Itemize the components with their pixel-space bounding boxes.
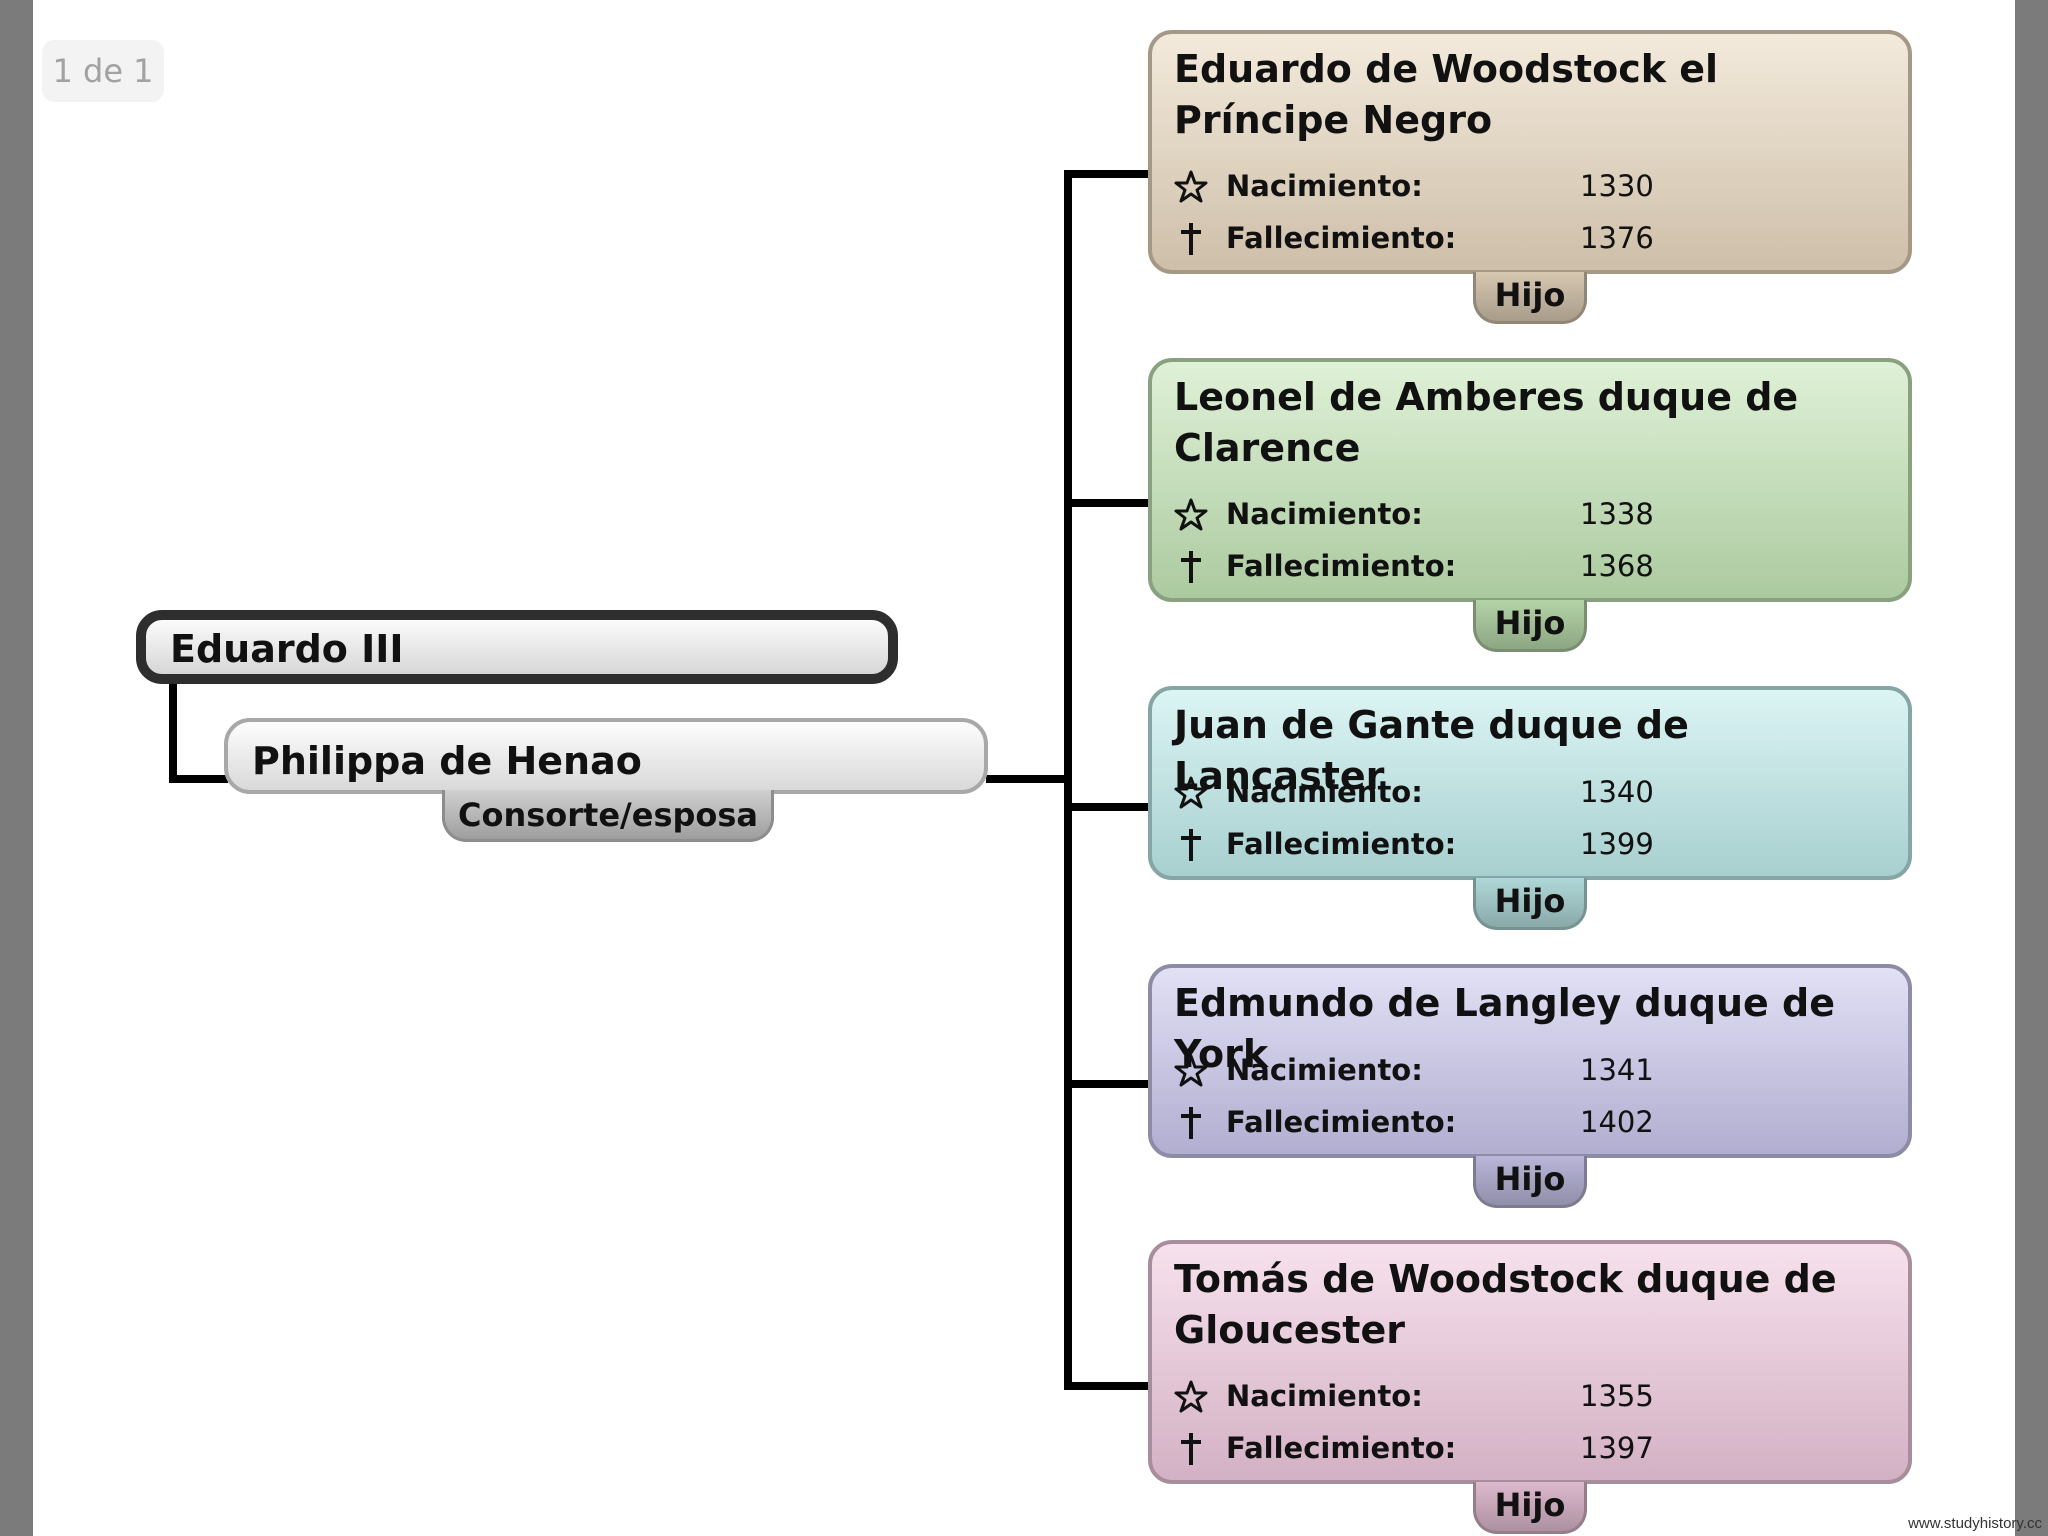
birth-year: 1355: [1580, 1379, 1654, 1413]
birth-year: 1338: [1580, 497, 1654, 531]
child-name: Juan de Gante duque de Lancaster: [1174, 703, 1689, 798]
cross-icon: [1174, 222, 1208, 256]
star-icon: [1174, 498, 1208, 532]
root-person-name: Eduardo III: [170, 627, 404, 671]
birth-row: Nacimiento: 1340: [1174, 772, 1894, 812]
root-person-box[interactable]: Eduardo III: [136, 610, 898, 684]
death-row: Fallecimiento: 1376: [1174, 218, 1894, 258]
death-label: Fallecimiento:: [1226, 827, 1457, 861]
child-relation-tag: Hijo: [1473, 1156, 1587, 1208]
child-name: Leonel de Amberes duque de Clarence: [1174, 375, 1799, 470]
death-year: 1397: [1580, 1431, 1654, 1465]
spouse-person-box[interactable]: Philippa de Henao: [224, 718, 988, 794]
page-indicator: 1 de 1: [42, 40, 164, 102]
death-year: 1376: [1580, 221, 1654, 255]
death-year: 1368: [1580, 549, 1654, 583]
death-row: Fallecimiento: 1397: [1174, 1428, 1894, 1468]
child-name: Tomás de Woodstock duque de Gloucester: [1174, 1257, 1837, 1352]
star-icon: [1174, 1380, 1208, 1414]
cross-icon: [1174, 1432, 1208, 1466]
child-name: Eduardo de Woodstock el Príncipe Negro: [1174, 47, 1719, 142]
birth-row: Nacimiento: 1341: [1174, 1050, 1894, 1090]
cross-icon: [1174, 828, 1208, 862]
birth-row: Nacimiento: 1338: [1174, 494, 1894, 534]
death-year: 1399: [1580, 827, 1654, 861]
cross-icon: [1174, 1106, 1208, 1140]
star-icon: [1174, 170, 1208, 204]
death-label: Fallecimiento:: [1226, 549, 1457, 583]
spouse-person-name: Philippa de Henao: [252, 739, 642, 783]
birth-label: Nacimiento:: [1226, 1053, 1423, 1087]
cross-icon: [1174, 550, 1208, 584]
birth-row: Nacimiento: 1330: [1174, 166, 1894, 206]
child-relation-tag: Hijo: [1473, 1482, 1587, 1534]
birth-year: 1340: [1580, 775, 1654, 809]
death-label: Fallecimiento:: [1226, 1431, 1457, 1465]
death-label: Fallecimiento:: [1226, 221, 1457, 255]
child-relation-tag: Hijo: [1473, 600, 1587, 652]
death-row: Fallecimiento: 1368: [1174, 546, 1894, 586]
star-icon: [1174, 1054, 1208, 1088]
birth-label: Nacimiento:: [1226, 775, 1423, 809]
death-row: Fallecimiento: 1399: [1174, 824, 1894, 864]
death-row: Fallecimiento: 1402: [1174, 1102, 1894, 1142]
birth-year: 1330: [1580, 169, 1654, 203]
root-spouse-connector: [169, 684, 228, 783]
death-year: 1402: [1580, 1105, 1654, 1139]
child-relation-tag: Hijo: [1473, 878, 1587, 930]
star-icon: [1174, 776, 1208, 810]
birth-label: Nacimiento:: [1226, 497, 1423, 531]
child-name: Edmundo de Langley duque de York: [1174, 981, 1835, 1076]
birth-year: 1341: [1580, 1053, 1654, 1087]
watermark: www.studyhistory.cc: [1908, 1515, 2042, 1532]
birth-label: Nacimiento:: [1226, 169, 1423, 203]
spouse-relation-tag: Consorte/esposa: [442, 790, 774, 842]
birth-row: Nacimiento: 1355: [1174, 1376, 1894, 1416]
death-label: Fallecimiento:: [1226, 1105, 1457, 1139]
child-relation-tag: Hijo: [1473, 272, 1587, 324]
birth-label: Nacimiento:: [1226, 1379, 1423, 1413]
